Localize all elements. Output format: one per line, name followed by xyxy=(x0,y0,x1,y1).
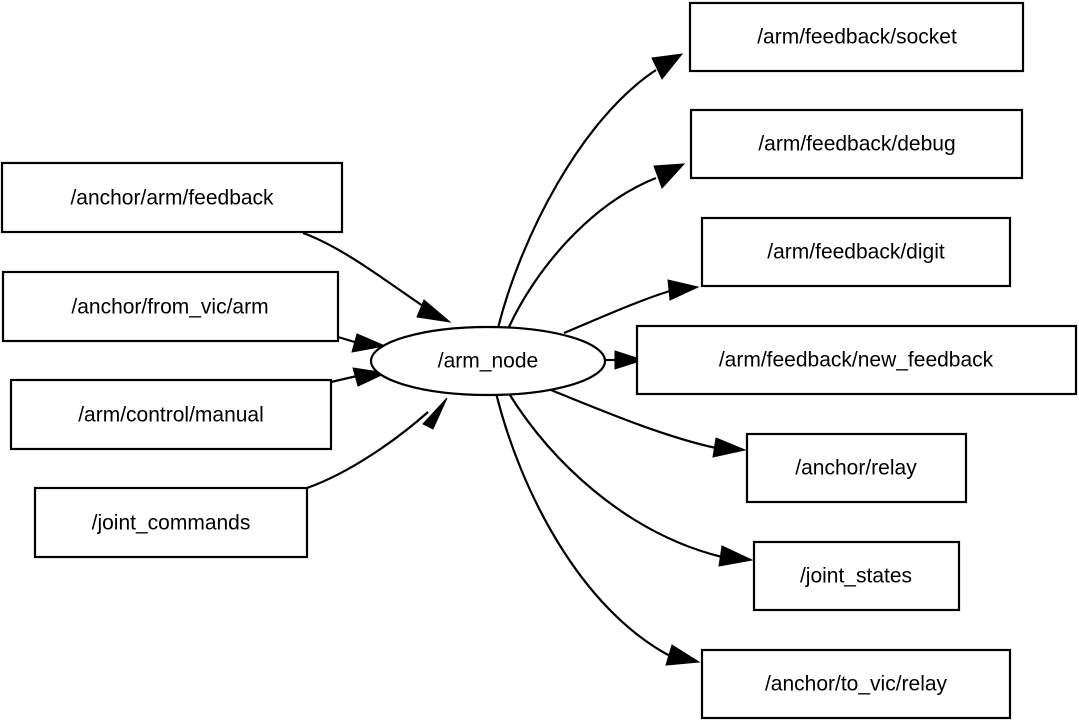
arrowhead-icon xyxy=(718,545,754,567)
node-box[interactable] xyxy=(635,324,1078,396)
node-box[interactable] xyxy=(688,1,1025,73)
node-box[interactable] xyxy=(9,378,333,451)
node-arm-feedback-socket[interactable]: /arm/feedback/socket xyxy=(688,1,1025,73)
arrowhead-icon xyxy=(665,644,701,666)
node-joint-states[interactable]: /joint_states xyxy=(752,540,961,612)
arrowhead-icon xyxy=(351,333,387,353)
node-anchor-arm-feedback[interactable]: /anchor/arm/feedback xyxy=(0,161,344,234)
node-label: /arm_node xyxy=(438,350,538,373)
node-anchor-relay[interactable]: /anchor/relay xyxy=(745,432,968,504)
arrowhead-icon xyxy=(614,350,645,370)
arrowhead-icon xyxy=(653,163,686,189)
node-arm-feedback-new-feedback[interactable]: /arm/feedback/new_feedback xyxy=(635,324,1078,396)
node-label: /anchor/arm/feedback xyxy=(70,187,274,210)
edge-arm-node-to-arm-feedback-digit xyxy=(563,279,700,335)
node-anchor-from-vic-arm[interactable]: /anchor/from_vic/arm xyxy=(1,270,340,343)
node-label: /anchor/to_vic/relay xyxy=(765,673,948,696)
node-label: /arm/control/manual xyxy=(78,404,264,427)
node-label: /arm/feedback/digit xyxy=(767,241,945,264)
edge-anchor-from-vic-arm-to-arm-node xyxy=(337,333,387,353)
node-box[interactable] xyxy=(0,161,344,234)
edge-path xyxy=(494,392,671,657)
node-box[interactable] xyxy=(700,648,1012,720)
node-label: /arm/feedback/debug xyxy=(758,133,955,156)
edge-arm-node-to-anchor-to-vic-relay xyxy=(494,392,701,666)
node-label: /anchor/from_vic/arm xyxy=(71,296,268,319)
arrowhead-icon xyxy=(651,53,684,80)
node-arm-feedback-debug[interactable]: /arm/feedback/debug xyxy=(689,108,1024,180)
node-ellipse[interactable] xyxy=(369,325,607,397)
edge-arm-node-to-arm-feedback-socket xyxy=(496,53,684,329)
arrowhead-icon xyxy=(712,437,747,458)
edge-path xyxy=(563,289,671,335)
edge-joint-commands-to-arm-node xyxy=(306,397,448,490)
edge-arm-node-to-arm-feedback-new-feedback xyxy=(606,350,645,370)
node-box[interactable] xyxy=(745,432,968,504)
arrowhead-icon xyxy=(416,299,452,323)
node-label: /joint_states xyxy=(800,565,912,588)
edge-path xyxy=(506,176,657,330)
node-box[interactable] xyxy=(700,216,1012,288)
node-arm-control-manual[interactable]: /arm/control/manual xyxy=(9,378,333,451)
edge-arm-node-to-joint-states xyxy=(507,391,754,567)
node-label: /anchor/relay xyxy=(795,457,917,480)
edge-arm-node-to-arm-feedback-debug xyxy=(506,163,686,330)
edge-path xyxy=(302,231,433,313)
node-box[interactable] xyxy=(689,108,1024,180)
node-label: /arm/feedback/new_feedback xyxy=(719,349,994,372)
arrowhead-icon xyxy=(667,279,700,301)
node-joint-commands[interactable]: /joint_commands xyxy=(33,486,309,559)
node-box[interactable] xyxy=(752,540,961,612)
node-label: /joint_commands xyxy=(92,512,251,535)
node-label: /arm/feedback/socket xyxy=(757,26,957,49)
node-box[interactable] xyxy=(1,270,340,343)
edge-path xyxy=(496,69,657,329)
edge-path xyxy=(330,374,358,384)
node-arm-node[interactable]: /arm_node xyxy=(369,325,607,397)
edge-path xyxy=(550,388,717,450)
edge-path xyxy=(507,391,723,559)
edge-path xyxy=(306,411,429,490)
edge-anchor-arm-feedback-to-arm-node xyxy=(302,231,452,323)
node-box[interactable] xyxy=(33,486,309,559)
node-anchor-to-vic-relay[interactable]: /anchor/to_vic/relay xyxy=(700,648,1012,720)
node-arm-feedback-digit[interactable]: /arm/feedback/digit xyxy=(700,216,1012,288)
edge-arm-node-to-anchor-relay xyxy=(550,388,747,458)
arrowhead-icon xyxy=(422,397,448,430)
